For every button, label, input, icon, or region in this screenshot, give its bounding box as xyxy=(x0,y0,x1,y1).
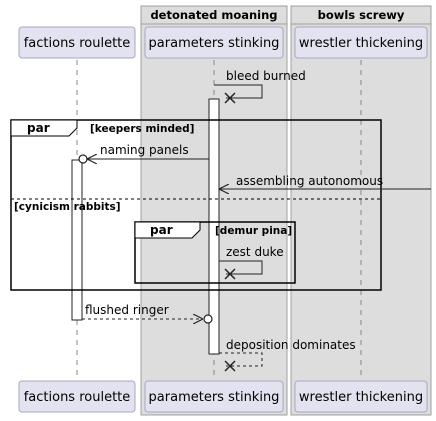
participant-label: factions roulette xyxy=(24,390,131,405)
participant-label: parameters stinking xyxy=(149,390,280,405)
message-naming-panels: naming panels xyxy=(78,143,209,163)
par-guard-demur: [demur pina] xyxy=(215,225,292,237)
message-deposition-dominates: deposition dominates xyxy=(219,338,356,372)
destroy-x-icon xyxy=(224,268,236,280)
participant-label: factions roulette xyxy=(24,36,131,51)
par-guard-keepers: [keepers minded] xyxy=(90,123,194,135)
destroy-x-icon xyxy=(224,360,236,372)
message-label: naming panels xyxy=(100,143,189,157)
box-title-detonated-moaning: detonated moaning xyxy=(150,8,277,22)
message-zest-duke: zest duke xyxy=(219,245,284,280)
activation-bar-parameters xyxy=(208,98,220,355)
participant-top-wrestler-thickening: wrestler thickening xyxy=(294,26,428,59)
message-assembling-autonomous: assembling autonomous xyxy=(220,174,431,189)
message-label: zest duke xyxy=(226,245,284,259)
message-label: bleed burned xyxy=(226,69,306,83)
box-title-bowls-screwy: bowls screwy xyxy=(318,8,405,22)
par-frame-outer: par [keepers minded] [cynicism rabbits] xyxy=(10,119,382,291)
participant-top-factions-roulette: factions roulette xyxy=(18,26,136,59)
participant-bottom-factions-roulette: factions roulette xyxy=(18,380,136,413)
participant-label: parameters stinking xyxy=(149,36,280,51)
par-operator-label: par xyxy=(150,223,173,237)
par-guard-cynicism: [cynicism rabbits] xyxy=(14,201,121,213)
participant-label: wrestler thickening xyxy=(299,36,423,51)
participant-bottom-parameters-stinking: parameters stinking xyxy=(144,380,284,413)
message-label: deposition dominates xyxy=(226,338,356,352)
par-operator-label: par xyxy=(27,121,50,135)
activation-bar-factions xyxy=(71,159,83,321)
destroy-x-icon xyxy=(224,92,236,104)
message-bleed-burned: bleed burned xyxy=(214,69,306,104)
message-label: assembling autonomous xyxy=(236,174,383,188)
participant-label: wrestler thickening xyxy=(299,390,423,405)
message-label: flushed ringer xyxy=(85,303,169,317)
participant-bottom-wrestler-thickening: wrestler thickening xyxy=(294,380,428,413)
par-frame-inner: par [demur pina] xyxy=(134,221,296,284)
participant-top-parameters-stinking: parameters stinking xyxy=(144,26,284,59)
message-flushed-ringer: flushed ringer xyxy=(82,303,213,323)
